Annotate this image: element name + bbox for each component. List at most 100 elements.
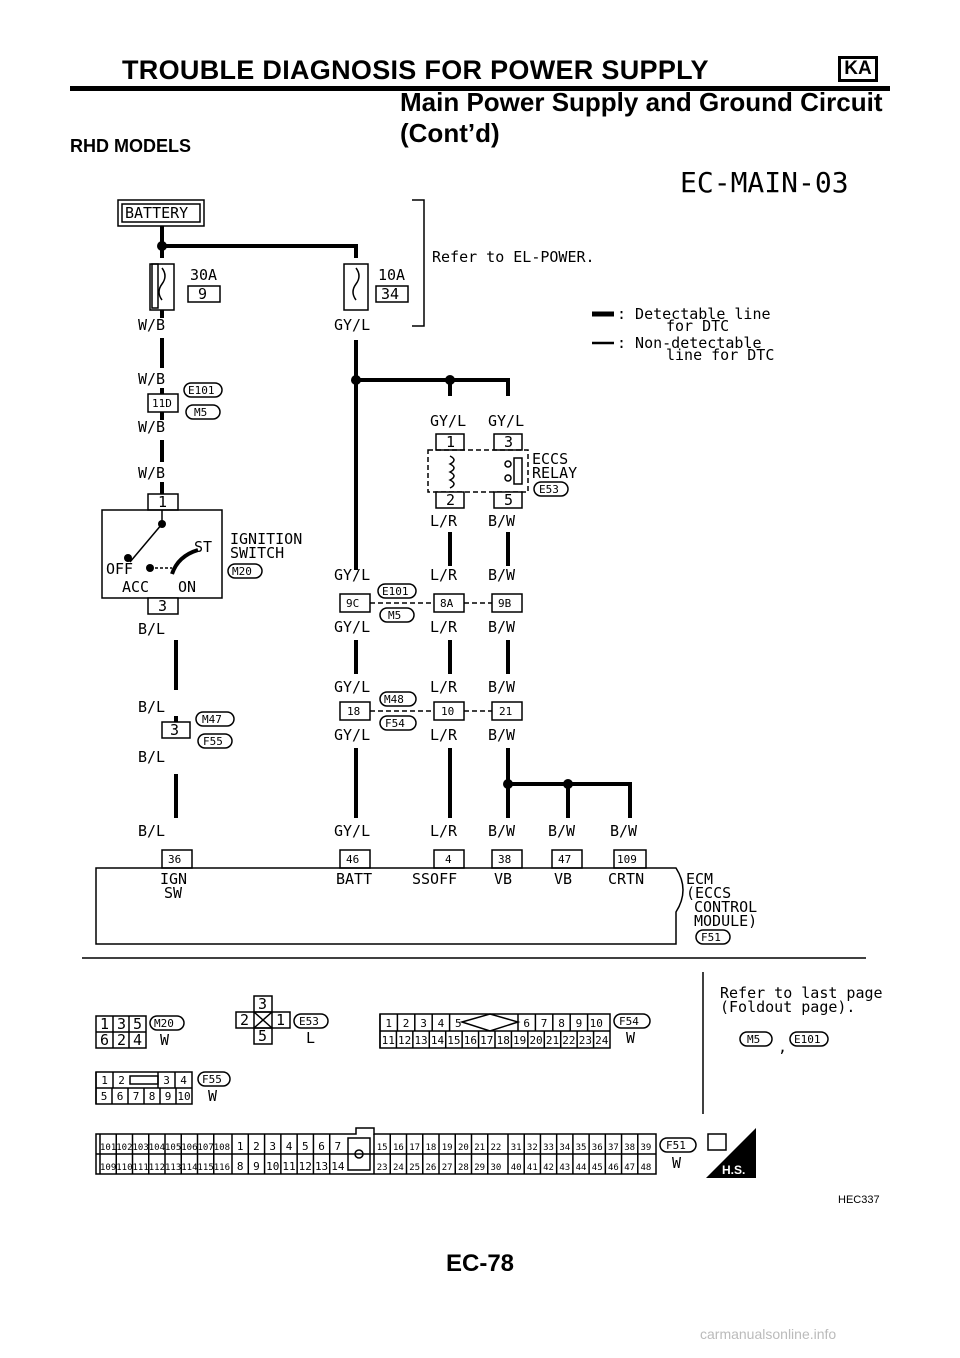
wire-label-wb-1: W/B — [138, 316, 165, 334]
f51b-pin: 8 — [237, 1160, 244, 1173]
ign-pin-out-box — [147, 597, 179, 615]
f51d-pin: 45 — [592, 1163, 603, 1173]
jc4-conn-b: F55 — [203, 735, 223, 748]
wire-label-gyl-5: GY/L — [334, 726, 370, 744]
jc4-conn-b-oval — [197, 733, 233, 749]
ecm-pin-38: 38 — [498, 853, 511, 866]
f54-pin: 2 — [403, 1017, 410, 1030]
ecm-term-batt: BATT — [336, 870, 372, 888]
diagram-id: EC-MAIN-03 — [680, 166, 849, 199]
wire-label-lr-3: L/R — [430, 618, 458, 636]
ign-pin-in: 1 — [158, 493, 167, 511]
f55-pin: 9 — [165, 1090, 172, 1103]
f55-pin: 7 — [133, 1090, 140, 1103]
refer-conn-b-oval — [789, 1031, 829, 1047]
relay-pin5: 5 — [504, 491, 513, 509]
wire-label-lr-2: L/R — [430, 566, 458, 584]
f54-pin: 12 — [398, 1034, 411, 1047]
model-badge: KA — [838, 56, 878, 82]
f54-pin: 8 — [558, 1017, 565, 1030]
refer-last-1: Refer to last page — [720, 984, 883, 1002]
hs-icon — [707, 1133, 727, 1151]
f54-pin: 17 — [480, 1034, 493, 1047]
f55-pin: 8 — [149, 1090, 156, 1103]
jc2-conn-b-oval — [379, 607, 415, 623]
f51b-pin: 7 — [335, 1140, 342, 1153]
jc3-pin-b: 10 — [441, 705, 454, 718]
f54-pin: 18 — [497, 1034, 510, 1047]
fuse-30a-num: 9 — [198, 285, 207, 303]
f51c-pin: 16 — [393, 1143, 404, 1153]
f51b-pin: 14 — [331, 1160, 345, 1173]
wire-label-lr-4: L/R — [430, 678, 458, 696]
f54-pin: 22 — [562, 1034, 575, 1047]
ign-pos-off — [124, 554, 132, 562]
fuse-10a-icon — [352, 267, 360, 301]
fuse-30a-frame — [149, 263, 175, 311]
wire-label-bl-2: B/L — [138, 698, 165, 716]
jc2-conn-a-oval — [377, 583, 417, 599]
subtitle-line-2: (Cont’d) — [400, 118, 500, 148]
jc1-pin: 11D — [152, 397, 172, 410]
wire-label-gyl-1: GY/L — [334, 316, 370, 334]
f54-pin: 1 — [385, 1017, 392, 1030]
jc3-pin-a: 18 — [347, 705, 360, 718]
f51c-pin: 20 — [458, 1143, 469, 1153]
f51b-pin: 13 — [315, 1160, 328, 1173]
relay-conn-oval — [533, 481, 569, 497]
f51d-pin: 42 — [543, 1163, 554, 1173]
jc4-pin: 3 — [170, 721, 179, 739]
f55-pin: 3 — [163, 1074, 170, 1087]
e53-blank-cell-cross — [253, 1011, 273, 1029]
f51c-pin: 21 — [474, 1143, 485, 1153]
relay-pin1-box — [435, 433, 465, 451]
f51c-pin: 18 — [425, 1143, 436, 1153]
f51d-pin: 32 — [527, 1143, 538, 1153]
f54-pin: 13 — [414, 1034, 427, 1047]
f51b-pin: 6 — [318, 1140, 325, 1153]
ign-off-label: OFF — [106, 560, 133, 578]
f55-pin: 6 — [117, 1090, 124, 1103]
jc4-pin-box — [161, 721, 191, 739]
f51b-pin: 3 — [269, 1140, 276, 1153]
e53-id-oval — [293, 1013, 329, 1029]
ign-st-label: ST — [194, 538, 212, 556]
ecm-title-1: ECM — [686, 870, 713, 888]
relay-contact-bar — [513, 457, 523, 485]
f51c-pin: 26 — [425, 1163, 436, 1173]
f51-id: F51 — [666, 1139, 686, 1152]
wire-label-gyl-relay-3: GY/L — [488, 412, 524, 430]
header-rule — [70, 86, 890, 91]
f51c-pin: 28 — [458, 1163, 469, 1173]
ecm-pin-36: 36 — [168, 853, 181, 866]
wire-label-gyl-6: GY/L — [334, 822, 370, 840]
jc1-conn-b: M5 — [194, 406, 207, 419]
f51a-pin: 101 — [100, 1143, 116, 1153]
fuse-10a-num-box — [375, 285, 409, 303]
ecm-pin-46: 46 — [346, 853, 359, 866]
f51c-pin: 22 — [490, 1143, 501, 1153]
ign-title-1: IGNITION — [230, 530, 302, 548]
wire-bw-branch — [508, 782, 632, 818]
e53-bottom-cell — [253, 1027, 273, 1045]
f54-pin: 21 — [546, 1034, 559, 1047]
f54-key — [459, 1013, 521, 1032]
f54-id: F54 — [619, 1015, 639, 1028]
f51a-pin: 111 — [132, 1163, 148, 1173]
refer-bracket — [412, 199, 425, 327]
relay-contact-b — [504, 474, 512, 482]
f51b-pin: 1 — [237, 1140, 244, 1153]
hs-badge — [706, 1128, 756, 1178]
ecm-term-ssoff: SSOFF — [412, 870, 457, 888]
f51c-pin: 29 — [474, 1163, 485, 1173]
jc3-conn-b-oval — [379, 715, 417, 731]
m20-pin-4: 4 — [133, 1031, 142, 1049]
f51b-pin: 2 — [253, 1140, 260, 1153]
f51b-pin: 5 — [302, 1140, 309, 1153]
wire-label-wb-3: W/B — [138, 418, 165, 436]
ecm-box — [95, 867, 684, 945]
f51a-pin: 116 — [214, 1163, 230, 1173]
wire-label-gyl-2: GY/L — [334, 566, 370, 584]
f51c-pin: 24 — [393, 1163, 404, 1173]
